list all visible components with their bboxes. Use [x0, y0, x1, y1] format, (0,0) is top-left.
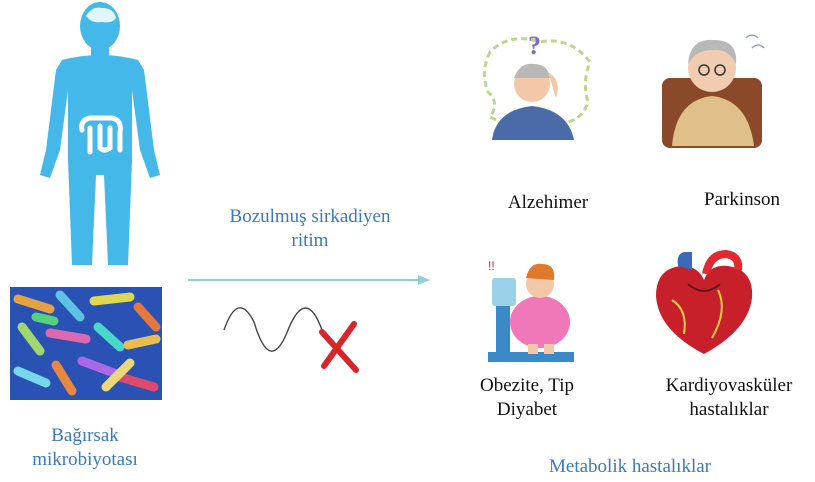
alzheimer-illustration: ?: [470, 22, 600, 147]
circadian-label: Bozulmuş sirkadiyen ritim: [180, 205, 440, 253]
obesity-label-line-1: Obezite, Tip: [452, 374, 602, 398]
obesity-label-line-2: Diyabet: [452, 398, 602, 422]
cardio-label-line-1: Kardiyovasküler: [643, 374, 815, 398]
arrow-head: [418, 275, 430, 285]
circadian-label-line-1: Bozulmuş sirkadiyen: [180, 205, 440, 229]
obesity-label: Obezite, Tip Diyabet: [452, 374, 602, 422]
cardio-label: Kardiyovasküler hastalıklar: [643, 374, 815, 422]
heart-illustration: [648, 250, 763, 360]
parkinson-label: Parkinson: [672, 188, 812, 212]
main-arrow: [186, 270, 436, 290]
gut-microbiota-image: [10, 287, 162, 400]
cardio-label-line-2: hastalıklar: [643, 398, 815, 422]
gut-label-line-1: Bağırsak: [10, 424, 160, 448]
obesity-illustration: !!: [478, 250, 588, 365]
parkinson-illustration: [648, 18, 778, 148]
sine-wave: [224, 308, 322, 351]
cross-mark-icon: [322, 324, 356, 370]
human-body-illustration: [20, 0, 180, 275]
circadian-label-line-2: ritim: [180, 229, 440, 253]
disrupted-rhythm-icon: [218, 290, 368, 380]
metabolic-diseases-label: Metabolik hastalıklar: [495, 455, 765, 479]
exclaim-icon: !!: [488, 259, 495, 273]
question-mark-icon: ?: [528, 31, 541, 60]
gut-label-line-2: mikrobiyotası: [10, 448, 160, 472]
gut-microbiota-label: Bağırsak mikrobiyotası: [10, 424, 160, 472]
alzheimer-label: Alzehimer: [478, 191, 618, 215]
